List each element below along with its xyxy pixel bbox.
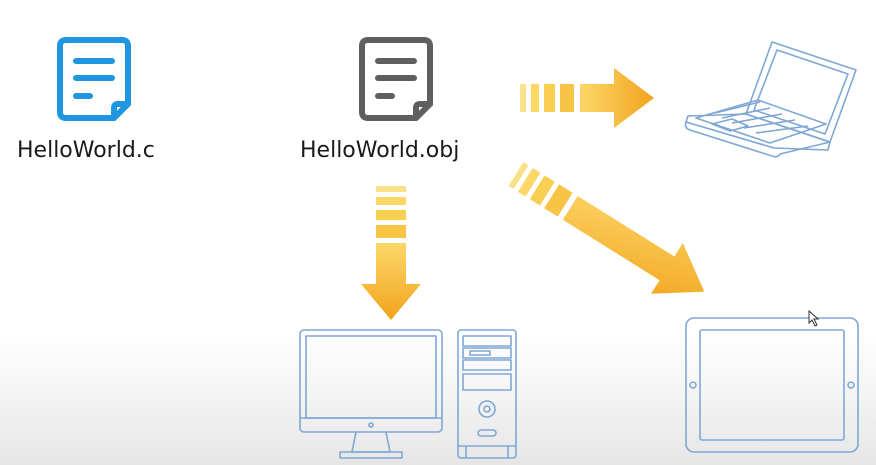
object-file-label: HelloWorld.obj [300,138,460,163]
laptop-icon [684,41,857,158]
arrow-to-desktop [361,186,421,320]
mouse-cursor-icon [808,309,820,327]
arrow-to-laptop [520,68,654,128]
desktop-monitor-icon [299,329,443,459]
object-file-document-icon [359,37,433,121]
source-file-label: HelloWorld.c [17,138,155,163]
arrow-to-tablet [508,162,705,294]
tablet-icon [685,317,859,453]
pc-tower-icon [457,329,517,459]
source-file-document-icon [57,37,131,121]
